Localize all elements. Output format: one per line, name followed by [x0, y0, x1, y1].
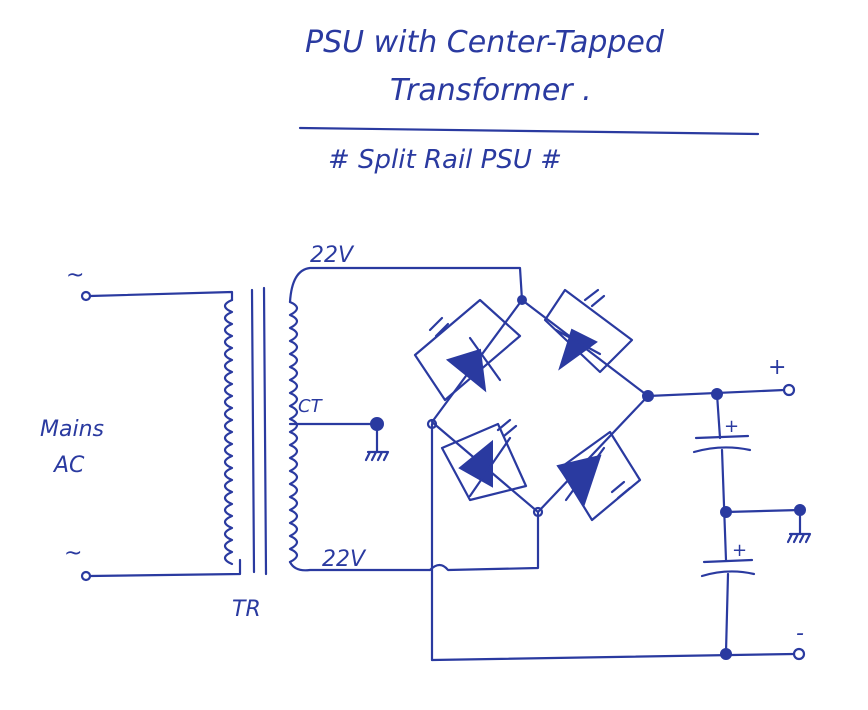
cap-top-plate-1: [694, 434, 750, 440]
secondary-coil: [288, 300, 299, 564]
mains-terminal-bottom: [80, 570, 92, 582]
output-negative-terminal: [792, 647, 806, 661]
bridge-node-top: [517, 295, 527, 305]
wire-mains-top: [88, 290, 234, 302]
transformer-label: TR: [232, 597, 261, 622]
primary-coil: [223, 298, 234, 566]
mains-terminal-top: [80, 290, 92, 302]
title-underline: [298, 126, 760, 136]
bridge-diamond: [430, 298, 650, 514]
output-positive-terminal: [782, 383, 796, 397]
ct-node: [370, 417, 384, 431]
wire-secondary-bottom-to-bridge: [428, 510, 540, 572]
ac-symbol-bottom: ~: [64, 541, 82, 566]
wire-mains-bottom: [88, 558, 242, 578]
transformer-core-right: [262, 286, 268, 576]
subtitle: # Split Rail PSU #: [328, 145, 562, 175]
mains-label: Mains: [40, 417, 104, 442]
cap-bottom-plate-2: [700, 570, 756, 578]
cap-bottom-plus: +: [732, 540, 747, 561]
secondary-bottom-lead: [288, 560, 432, 572]
mid-ground-symbol: [786, 514, 812, 544]
diode-bottom-left: [440, 418, 528, 502]
cap-top-plate-2: [692, 446, 752, 454]
output-positive-label: +: [768, 355, 786, 380]
cap-bottom-plate-1: [702, 558, 754, 564]
cap-top-plus: +: [724, 416, 739, 437]
secondary-top-lead: [288, 266, 524, 304]
wire-negative-rail: [430, 652, 796, 662]
bottom-voltage-label: 22V: [322, 547, 367, 572]
cap-bottom-lead: [724, 572, 730, 654]
mid-ground-node: [794, 504, 806, 516]
cap-mid-lead: [720, 448, 728, 562]
transformer-core-left: [250, 288, 256, 574]
top-voltage-label: 22V: [310, 243, 355, 268]
ac-symbol-top: ~: [66, 263, 84, 288]
neg-rail-node: [720, 648, 732, 660]
ct-label: CT: [298, 396, 324, 417]
diode-bottom-right: [556, 430, 642, 522]
cap-top-lead: [715, 392, 722, 440]
output-negative-label: -: [796, 621, 804, 646]
title-line-2: Transformer .: [390, 73, 592, 108]
diode-top-right: [543, 288, 634, 374]
wire-mid-ground: [724, 508, 802, 514]
ct-ground-symbol: [364, 428, 390, 462]
title-line-1: PSU with Center-Tapped: [305, 25, 665, 60]
diode-top-left: [413, 298, 522, 402]
ac-label: AC: [52, 453, 85, 478]
